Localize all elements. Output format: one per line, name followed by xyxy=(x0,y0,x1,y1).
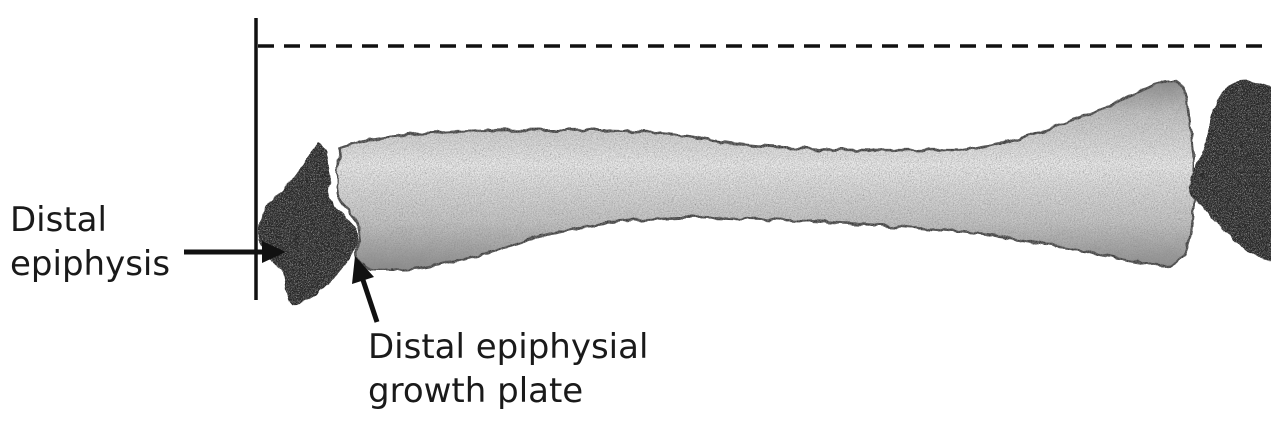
label-distal-epiphysis-line-2: epiphysis xyxy=(10,242,170,286)
bone-shaft xyxy=(337,79,1195,270)
label-growth-plate: Distal epiphysial growth plate xyxy=(368,325,648,413)
label-growth-plate-line-2: growth plate xyxy=(368,369,648,413)
label-growth-plate-line-1: Distal epiphysial xyxy=(368,325,648,369)
label-distal-epiphysis-line-1: Distal xyxy=(10,198,170,242)
proximal-epiphysis-shape xyxy=(1189,80,1271,262)
label-distal-epiphysis: Distal epiphysis xyxy=(10,198,170,286)
